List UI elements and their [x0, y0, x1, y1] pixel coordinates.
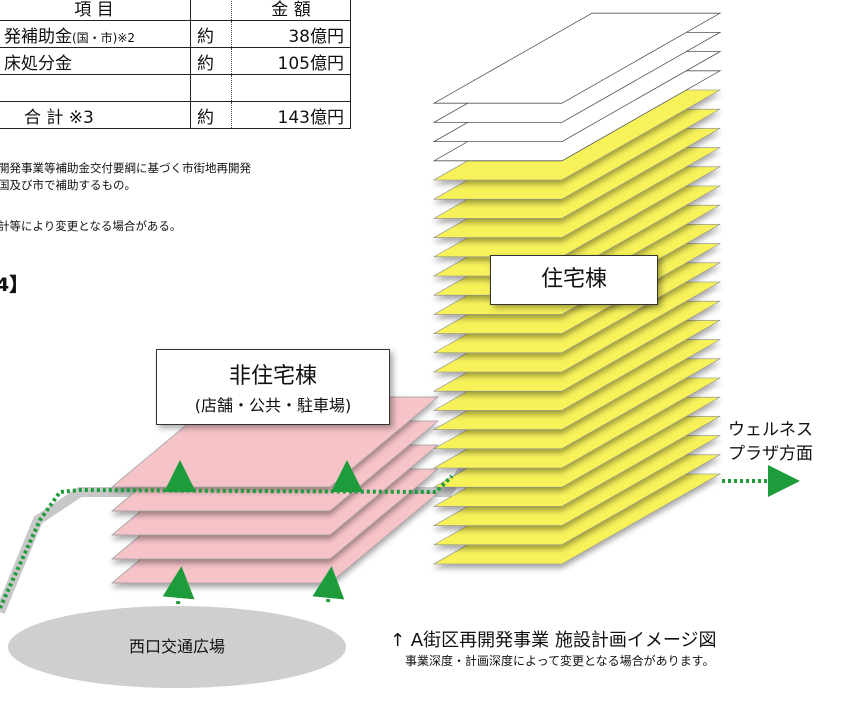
pedestrian-route-green: [0, 460, 800, 609]
green-route-line: [0, 474, 454, 609]
row-approx: [190, 74, 232, 102]
table-row: 発補助金(国・市)※2 約 38億円: [0, 20, 351, 48]
note-line-2: 国及び市で補助するもの。: [0, 178, 136, 192]
note-line-3: 計等により変更となる場合がある。: [0, 219, 182, 233]
residential-label: 住宅棟: [540, 267, 607, 292]
row-item: 発補助金: [4, 26, 72, 47]
row-amount: 38億円: [231, 20, 351, 48]
direction-label: ウェルネス プラザ方面: [728, 418, 813, 466]
plaza-label: 西口交通広場: [128, 637, 225, 656]
table-row-total: 合 計 ※3 約 143億円: [0, 101, 351, 129]
section-heading: 4】: [0, 274, 29, 296]
header-amount: 金 額: [231, 0, 351, 21]
diagram-subcaption: 事業深度・計画深度によって変更となる場合があります。: [405, 654, 715, 668]
total-amount: 143億円: [231, 101, 351, 129]
diagram-caption: ↑ A街区再開発事業 施設計画イメージ図: [390, 630, 717, 651]
residential-label-box: 住宅棟: [490, 255, 658, 305]
nonresidential-sublabel: (店舗・公共・駐車場): [194, 396, 352, 415]
row-approx: 約: [190, 47, 232, 75]
entrance-arrow: [312, 566, 345, 603]
row-approx: 約: [190, 20, 232, 48]
entrance-arrow: [162, 566, 195, 605]
residential-tower: [432, 12, 722, 565]
row-amount: 105億円: [231, 47, 351, 75]
total-approx: 約: [190, 101, 232, 129]
direction-line-1: ウェルネス: [728, 420, 813, 440]
direction-line-2: プラザ方面: [728, 444, 813, 464]
nonresidential-label: 非住宅棟: [228, 364, 317, 389]
row-item-small: (国・市)※2: [72, 30, 136, 45]
west-exit-plaza: 西口交通広場: [8, 606, 346, 688]
note-line-1: 開発事業等補助金交付要綱に基づく市街地再開発: [0, 161, 251, 175]
nonresidential-label-box: 非住宅棟 (店舗・公共・駐車場): [156, 349, 390, 425]
funding-table: 項 目 金 額 発補助金(国・市)※2 約 38億円 床処分金 約 105億円 …: [0, 0, 351, 129]
total-label: 合 計 ※3: [0, 101, 191, 129]
tower-floor: [432, 12, 722, 104]
